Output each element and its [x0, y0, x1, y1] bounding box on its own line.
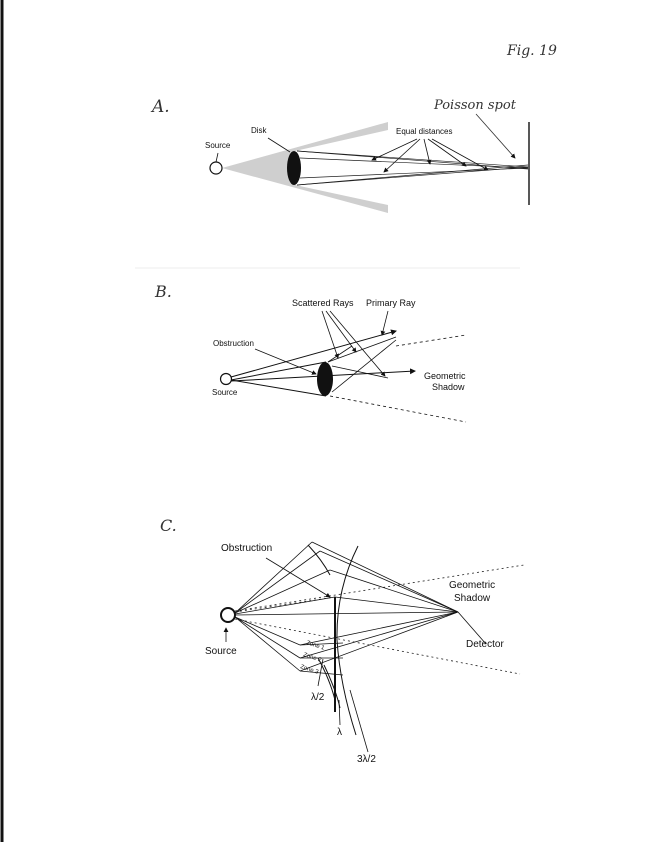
- obstruction-label: Obstruction: [221, 543, 272, 554]
- geometric-label: Geometric: [449, 580, 495, 591]
- source-circle: [219, 372, 233, 386]
- source-pointer: [215, 152, 219, 163]
- source-circle: [209, 161, 223, 175]
- panel-c-letter: C.: [160, 516, 177, 535]
- panel-c: C. Obstruction Source: [160, 516, 525, 765]
- disk-pointer: [267, 137, 291, 153]
- panel-b-letter: B.: [154, 282, 172, 301]
- geometric-label: Geometric: [424, 371, 466, 381]
- panel-a-letter: A.: [150, 97, 170, 117]
- geometric-shadow-lines: [329, 334, 467, 423]
- primary-ray-label: Primary Ray: [366, 298, 416, 308]
- disk: [287, 151, 301, 185]
- disk-label: Disk: [251, 126, 268, 135]
- zone-3-label: Zone 3: [299, 664, 319, 676]
- poisson-spot-label: Poisson spot: [433, 98, 517, 113]
- zone-2-label: Zone 2: [302, 652, 322, 664]
- scattered-rays: [327, 336, 397, 393]
- equal-distance-arrows: [371, 138, 489, 173]
- source-label: Source: [212, 388, 238, 397]
- half-lambda-label: λ/2: [311, 692, 325, 703]
- label-arrows: [254, 310, 389, 377]
- source-circle: [220, 607, 236, 623]
- source-label: Source: [205, 646, 237, 657]
- diffracted-rays: [296, 150, 529, 186]
- shadow-label: Shadow: [432, 382, 465, 392]
- fig-label: Fig. 19: [506, 43, 557, 59]
- zone-1-label: Zone 1: [305, 640, 325, 652]
- panel-b: B. Scattered Rays Primary Ray Source: [154, 282, 467, 423]
- obstruction-label: Obstruction: [213, 339, 254, 348]
- scattered-rays-label: Scattered Rays: [292, 298, 354, 308]
- wavelength-pointers: [317, 658, 369, 753]
- three-half-lambda-label: 3λ/2: [357, 754, 376, 765]
- shadow-label: Shadow: [454, 593, 491, 604]
- equal-distances-label: Equal distances: [396, 127, 452, 136]
- wavefront-arcs: [307, 544, 359, 736]
- light-cone: [222, 122, 388, 213]
- source-label: Source: [205, 141, 231, 150]
- poisson-spot-arrow: [475, 113, 516, 159]
- zone-rays: [234, 541, 459, 676]
- shadow-boundaries: [234, 564, 525, 675]
- obstruction: [317, 362, 333, 396]
- lambda-label: λ: [337, 727, 342, 738]
- panel-a: A. Source Disk Equal distances: [150, 97, 530, 213]
- obstruction-pointer: [265, 557, 331, 598]
- detector-label: Detector: [466, 639, 504, 650]
- detector-pointer: [457, 611, 487, 645]
